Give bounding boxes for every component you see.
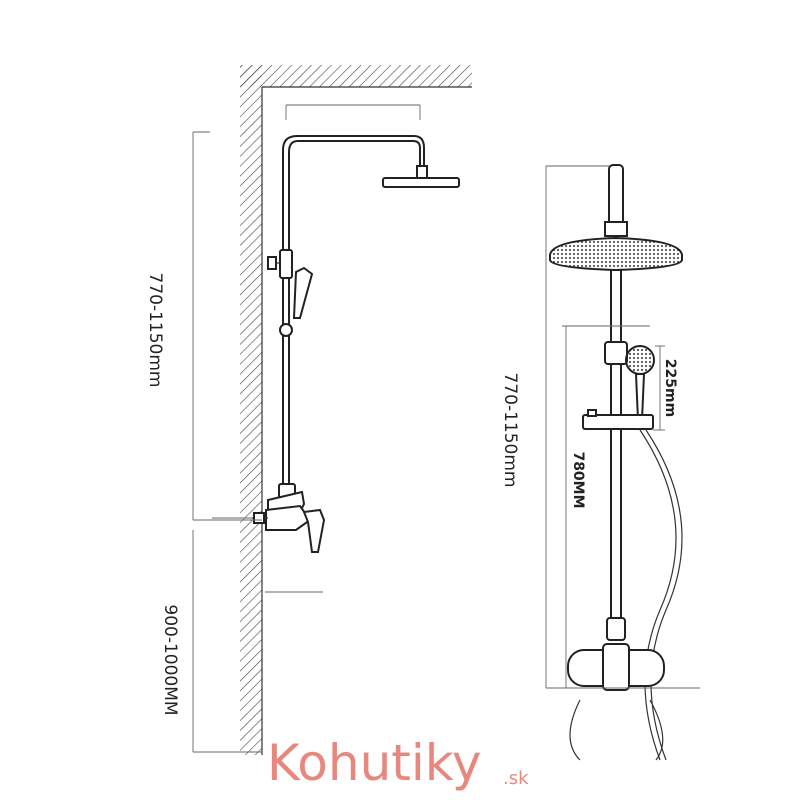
- shower-riser: [267, 135, 460, 521]
- left-height-label: 770-1150mm: [145, 273, 165, 388]
- wall-hatching-vertical: [240, 65, 262, 755]
- rain-shower-head-side: [382, 177, 460, 188]
- ceiling-hatching: [240, 65, 472, 87]
- mixer-lever-side: [302, 508, 326, 553]
- right-height-dimension: 770-1150mm: [500, 165, 700, 689]
- projection-dimension: [285, 104, 421, 120]
- hand-shower-front: [625, 345, 655, 375]
- hand-shower-side: [292, 266, 314, 319]
- right-slide-dimension: 780MM: [562, 325, 650, 688]
- right-slide-label: 780MM: [570, 451, 586, 508]
- left-mixer-height-label: 900-1000MM: [160, 604, 180, 715]
- right-height-label: 770-1150mm: [500, 373, 520, 488]
- right-front-view: 770-1150mm 780MM 225mm: [500, 164, 700, 761]
- rain-shower-head-front: [549, 236, 683, 272]
- logo-tld: .sk: [503, 768, 529, 789]
- brand-logo: Kohutiky .sk: [267, 734, 529, 792]
- shelf-front: [582, 414, 654, 430]
- mixer-valve-side: [252, 483, 326, 553]
- left-mixer-height-dimension: 900-1000MM: [160, 517, 323, 753]
- logo-name: Kohutiky: [267, 734, 482, 792]
- right-handshower-label: 225mm: [662, 359, 678, 417]
- right-handshower-dimension: 225mm: [653, 345, 678, 431]
- left-height-dimension: 770-1150mm: [145, 131, 262, 521]
- left-side-view: 770-1150mm 900-1000MM: [145, 65, 472, 755]
